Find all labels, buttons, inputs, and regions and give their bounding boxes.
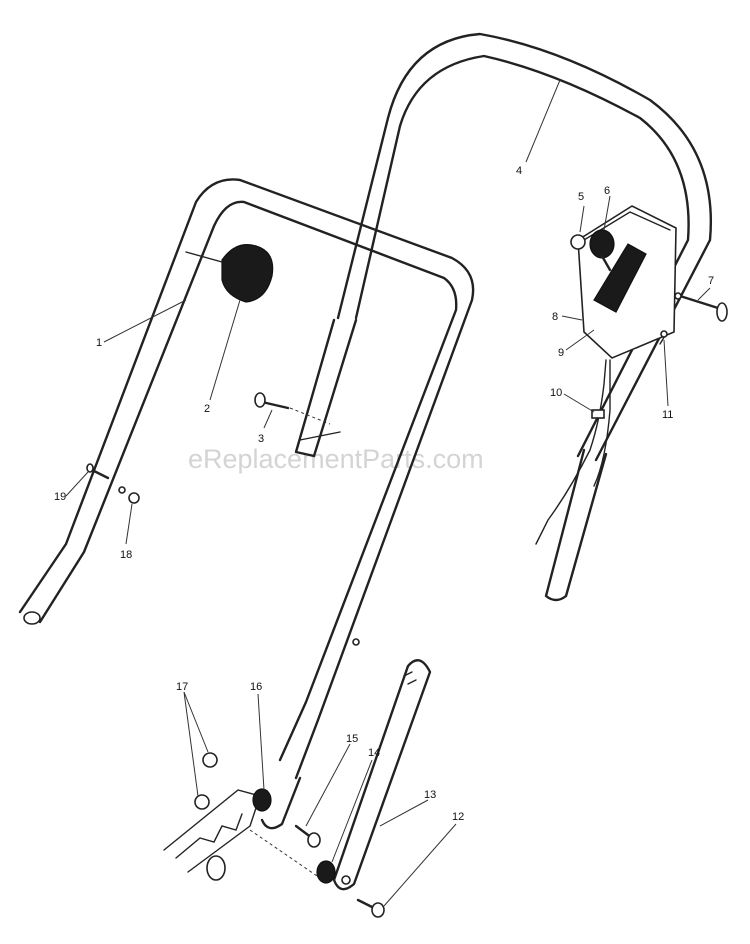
callout-18: 18 (120, 549, 132, 561)
callout-14: 14 (368, 747, 380, 759)
callout-2: 2 (204, 403, 210, 415)
handle-knob (185, 244, 274, 303)
nut-18 (128, 492, 140, 504)
callout-19: 19 (54, 491, 66, 503)
pin-19 (86, 463, 110, 480)
throttle-control (535, 205, 677, 545)
callout-1: 1 (96, 337, 102, 349)
screw-11 (659, 330, 668, 345)
callout-7: 7 (708, 275, 714, 287)
callout-4: 4 (516, 165, 522, 177)
nuts-17 (194, 752, 218, 810)
callout-12: 12 (452, 811, 464, 823)
leader-lines (65, 79, 711, 907)
callout-5: 5 (578, 191, 584, 203)
callout-13: 13 (424, 789, 436, 801)
watermark: eReplacementParts.com (188, 444, 484, 474)
callout-6: 6 (604, 185, 610, 197)
deck-bracket (163, 789, 321, 881)
lower-handle (18, 178, 475, 830)
callout-15: 15 (346, 733, 358, 745)
callout-9: 9 (558, 347, 564, 359)
callout-11: 11 (662, 409, 673, 421)
callout-8: 8 (552, 311, 558, 323)
callout-10: 10 (550, 387, 562, 399)
bolt-3 (254, 392, 331, 425)
bushing-14 (316, 860, 336, 884)
upper-handle (294, 32, 712, 602)
bolt-15 (294, 824, 321, 848)
bushing-16 (252, 788, 272, 812)
nut-5 (570, 234, 586, 250)
callouts: 1 2 3 4 5 6 7 8 9 10 11 12 13 14 15 16 1… (54, 165, 714, 823)
callout-16: 16 (250, 681, 262, 693)
cable-tie (591, 409, 605, 419)
clevis-pin (674, 292, 728, 322)
bolt-12 (356, 898, 385, 918)
callout-3: 3 (258, 433, 264, 445)
callout-17: 17 (176, 681, 188, 693)
link-arm (332, 659, 432, 891)
